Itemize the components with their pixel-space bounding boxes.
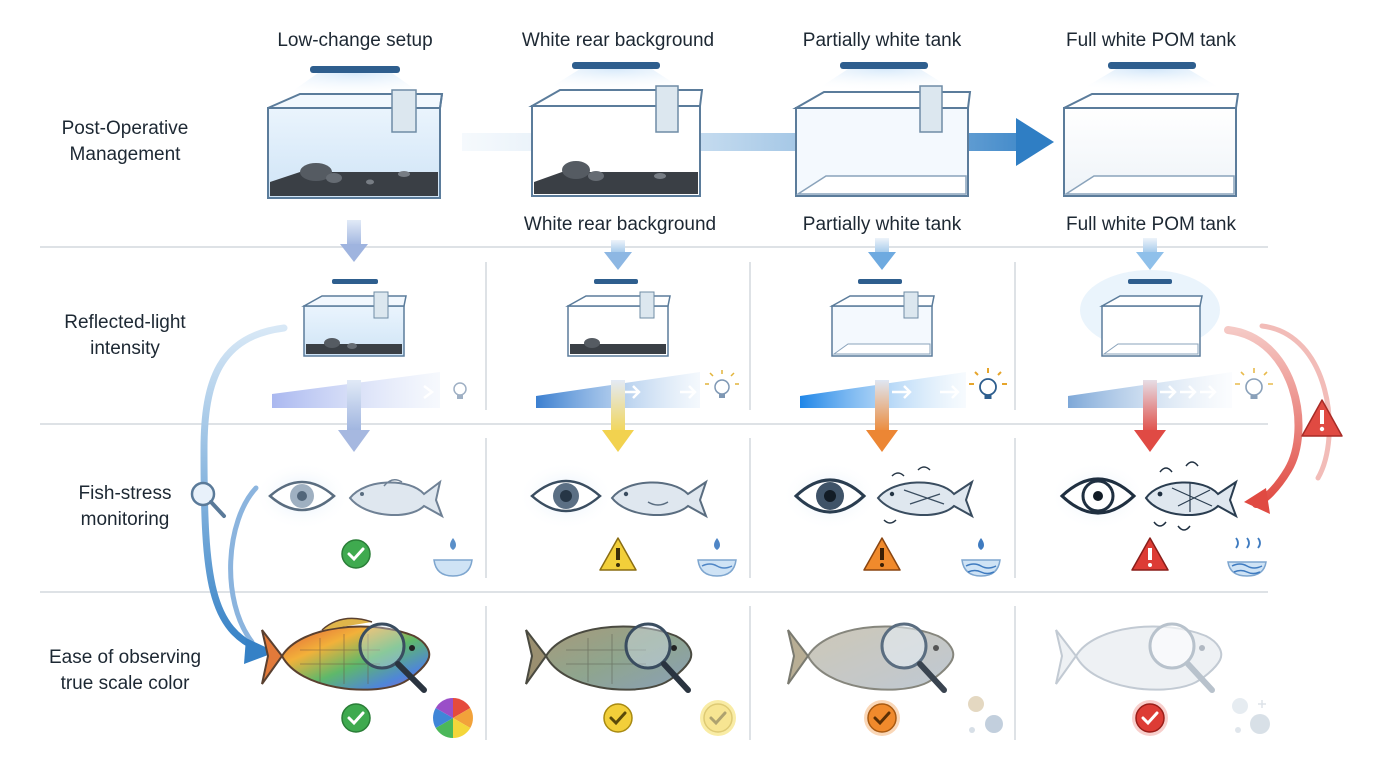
small-tank-c3 — [829, 279, 935, 357]
light-bulb-icon — [453, 382, 467, 399]
row-label-line: Reflected-light — [64, 312, 186, 333]
down-arrow-r1-c2 — [604, 240, 632, 270]
warning-triangle-icon — [599, 537, 637, 571]
check-badge-icon — [341, 539, 371, 569]
water-bowl-icon — [433, 538, 473, 577]
faded-color-dots-icon — [968, 696, 1003, 733]
tank-white-rear — [528, 62, 704, 197]
column-subtitle-2: White rear background — [523, 214, 717, 235]
magnifier-icon — [190, 481, 226, 518]
small-tank-c1 — [301, 279, 407, 357]
down-arrow-r2-c3 — [866, 380, 898, 452]
down-arrow-r2-c2 — [602, 380, 634, 452]
column-title-4: Full white POM tank — [1066, 30, 1236, 51]
row-label-stress: Fish-stress monitoring — [14, 481, 236, 533]
warning-triangle-icon — [1131, 537, 1169, 571]
check-badge-icon — [341, 703, 371, 733]
row-label-line: true scale color — [60, 673, 190, 694]
check-badge-icon — [603, 703, 633, 733]
down-arrow-r1-c4 — [1136, 238, 1164, 270]
eye-icon — [254, 462, 350, 530]
column-subtitle-4: Full white POM tank — [1066, 214, 1236, 235]
row-label-line: Management — [69, 144, 181, 165]
fish-icon — [348, 479, 444, 519]
column-title-1: Low-change setup — [277, 30, 433, 51]
eye-icon — [782, 462, 878, 530]
water-bowl-icon — [697, 538, 737, 577]
row-label-observe: Ease of observing true scale color — [14, 645, 236, 697]
check-badge-icon — [700, 700, 736, 736]
fish-true-color — [261, 617, 431, 693]
fish-icon — [876, 466, 974, 524]
faded-color-dots-icon — [1232, 698, 1270, 734]
eye-icon — [1050, 462, 1146, 530]
fish-washed-out — [1055, 622, 1223, 693]
light-bulb-icon — [705, 370, 739, 398]
water-bowl-icon — [961, 538, 1001, 577]
fish-icon — [610, 479, 708, 519]
fish-faded-color — [787, 622, 955, 693]
small-tank-c4 — [1080, 270, 1220, 357]
row-label-line: Ease of observing — [48, 647, 202, 668]
stress-feedback-arrow — [1224, 323, 1343, 514]
column-title-3: Partially white tank — [802, 30, 962, 51]
down-arrow-r2-c4 — [1134, 380, 1166, 452]
fish-icon — [1144, 461, 1238, 531]
row-label-line: Post-Operative — [61, 118, 189, 139]
column-title-2: White rear background — [521, 30, 715, 51]
light-bulb-icon — [969, 368, 1007, 399]
column-dividers — [485, 262, 1016, 740]
check-badge-icon — [864, 700, 900, 736]
light-bulb-icon — [1235, 368, 1273, 399]
tank-full-white-pom — [1063, 62, 1240, 197]
down-arrow-r2-c1 — [338, 380, 370, 452]
warning-triangle-icon — [863, 537, 901, 571]
row-label-line: monitoring — [80, 509, 170, 530]
row-label-management: Post-Operative Management — [14, 116, 236, 168]
row-label-line: Fish-stress — [78, 483, 172, 504]
tank-low-change — [267, 66, 444, 199]
fish-muted-color — [525, 622, 693, 693]
check-badge-icon — [1132, 700, 1168, 736]
small-tank-c2 — [565, 279, 671, 357]
eye-icon — [518, 462, 614, 530]
water-bowl-icon — [1227, 537, 1267, 577]
color-wheel-icon — [433, 698, 473, 738]
observation-flow-arrow — [200, 324, 288, 664]
column-subtitle-3: Partially white tank — [802, 214, 962, 235]
row-label-light: Reflected-light intensity — [14, 310, 236, 362]
down-arrow-r1-c1 — [340, 220, 368, 262]
down-arrow-r1-c3 — [868, 238, 896, 270]
row-label-line: intensity — [90, 338, 160, 359]
tank-partially-white — [792, 62, 972, 197]
